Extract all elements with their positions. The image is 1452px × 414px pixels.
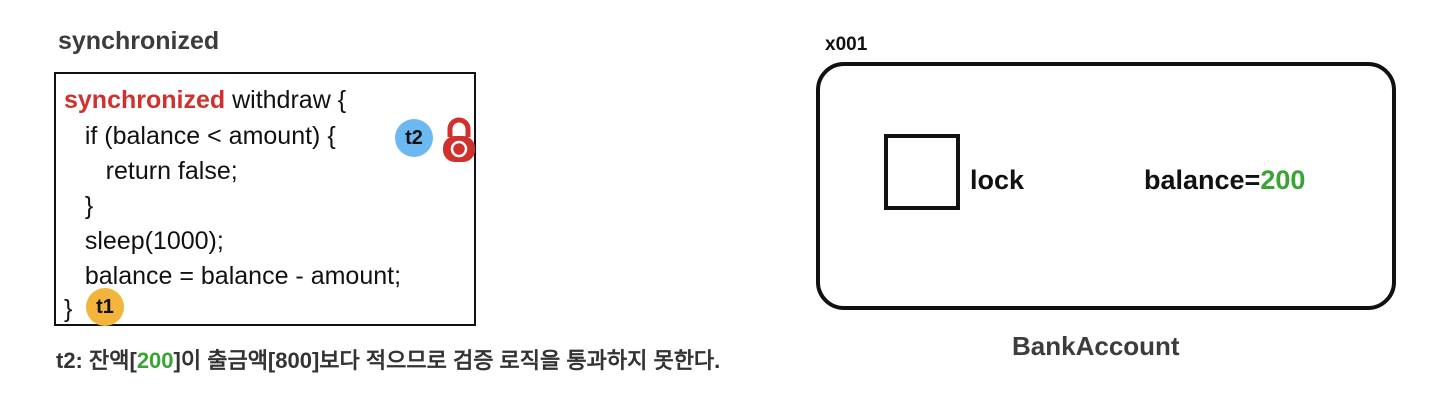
lock-label: lock — [970, 165, 1025, 195]
caption-balance-value: 200 — [136, 348, 174, 373]
code-block: synchronized withdraw { if (balance < am… — [54, 72, 476, 326]
code-line-1: synchronized withdraw { — [64, 85, 346, 115]
caption-suffix: ]이 출금액[800]보다 적으므로 검증 로직을 통과하지 못한다. — [173, 348, 721, 373]
balance-label: balance= — [1144, 165, 1261, 195]
class-name-label: BankAccount — [1012, 331, 1180, 361]
thread-t2-badge: t2 — [395, 119, 433, 157]
balance-field: balance=200 — [1144, 165, 1305, 196]
code-line-6: balance = balance - amount; — [64, 262, 402, 290]
caption: t2: 잔액[200]이 출금액[800]보다 적으므로 검증 로직을 통과하지… — [56, 343, 720, 375]
balance-value: 200 — [1260, 165, 1306, 195]
code-line-7: } — [64, 295, 73, 323]
synchronized-keyword: synchronized — [64, 86, 226, 114]
lock-square — [884, 134, 960, 210]
code-line-4: } — [64, 192, 94, 220]
diagram-title: synchronized — [58, 27, 220, 55]
code-line-1-rest: withdraw { — [225, 86, 347, 114]
caption-prefix: t2: 잔액[ — [56, 348, 137, 373]
thread-t1-badge: t1 — [86, 288, 124, 326]
bank-account-object: lock balance=200 — [816, 62, 1396, 310]
code-line-2: if (balance < amount) { — [64, 122, 336, 150]
padlock-icon — [443, 117, 475, 162]
code-line-3: return false; — [64, 157, 238, 185]
object-id-label: x001 — [825, 34, 868, 55]
code-line-5: sleep(1000); — [64, 227, 224, 255]
